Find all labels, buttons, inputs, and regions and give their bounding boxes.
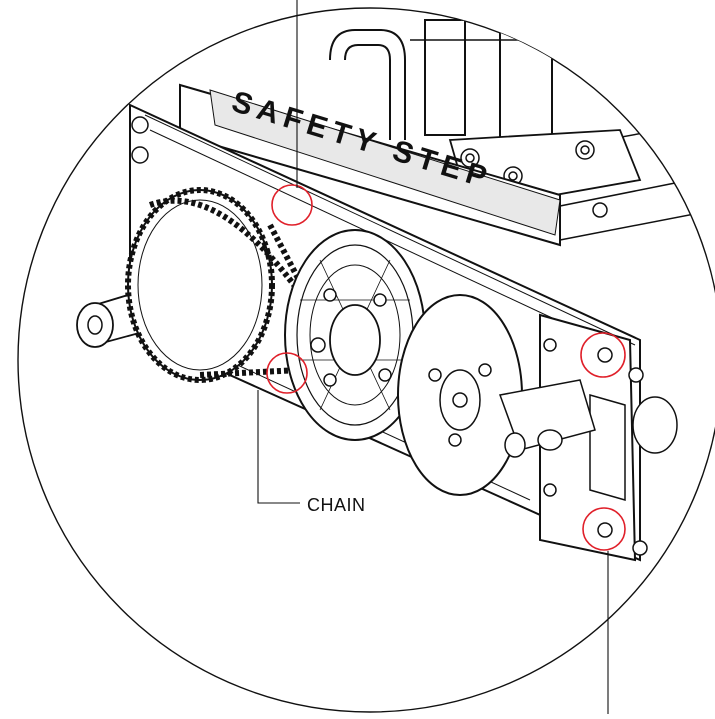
highlight-markers xyxy=(266,184,626,551)
disc-wheel xyxy=(397,294,523,496)
sprocket-large xyxy=(125,187,275,383)
highlight-circle-3 xyxy=(580,332,626,378)
chain-label: CHAIN xyxy=(307,495,366,515)
highlight-circle-2 xyxy=(266,352,308,394)
detail-circle xyxy=(17,7,715,713)
highlight-circle-4 xyxy=(582,507,626,551)
highlight-circle-1 xyxy=(271,184,313,226)
leader-lines xyxy=(257,0,609,714)
leader-chain xyxy=(257,390,300,504)
